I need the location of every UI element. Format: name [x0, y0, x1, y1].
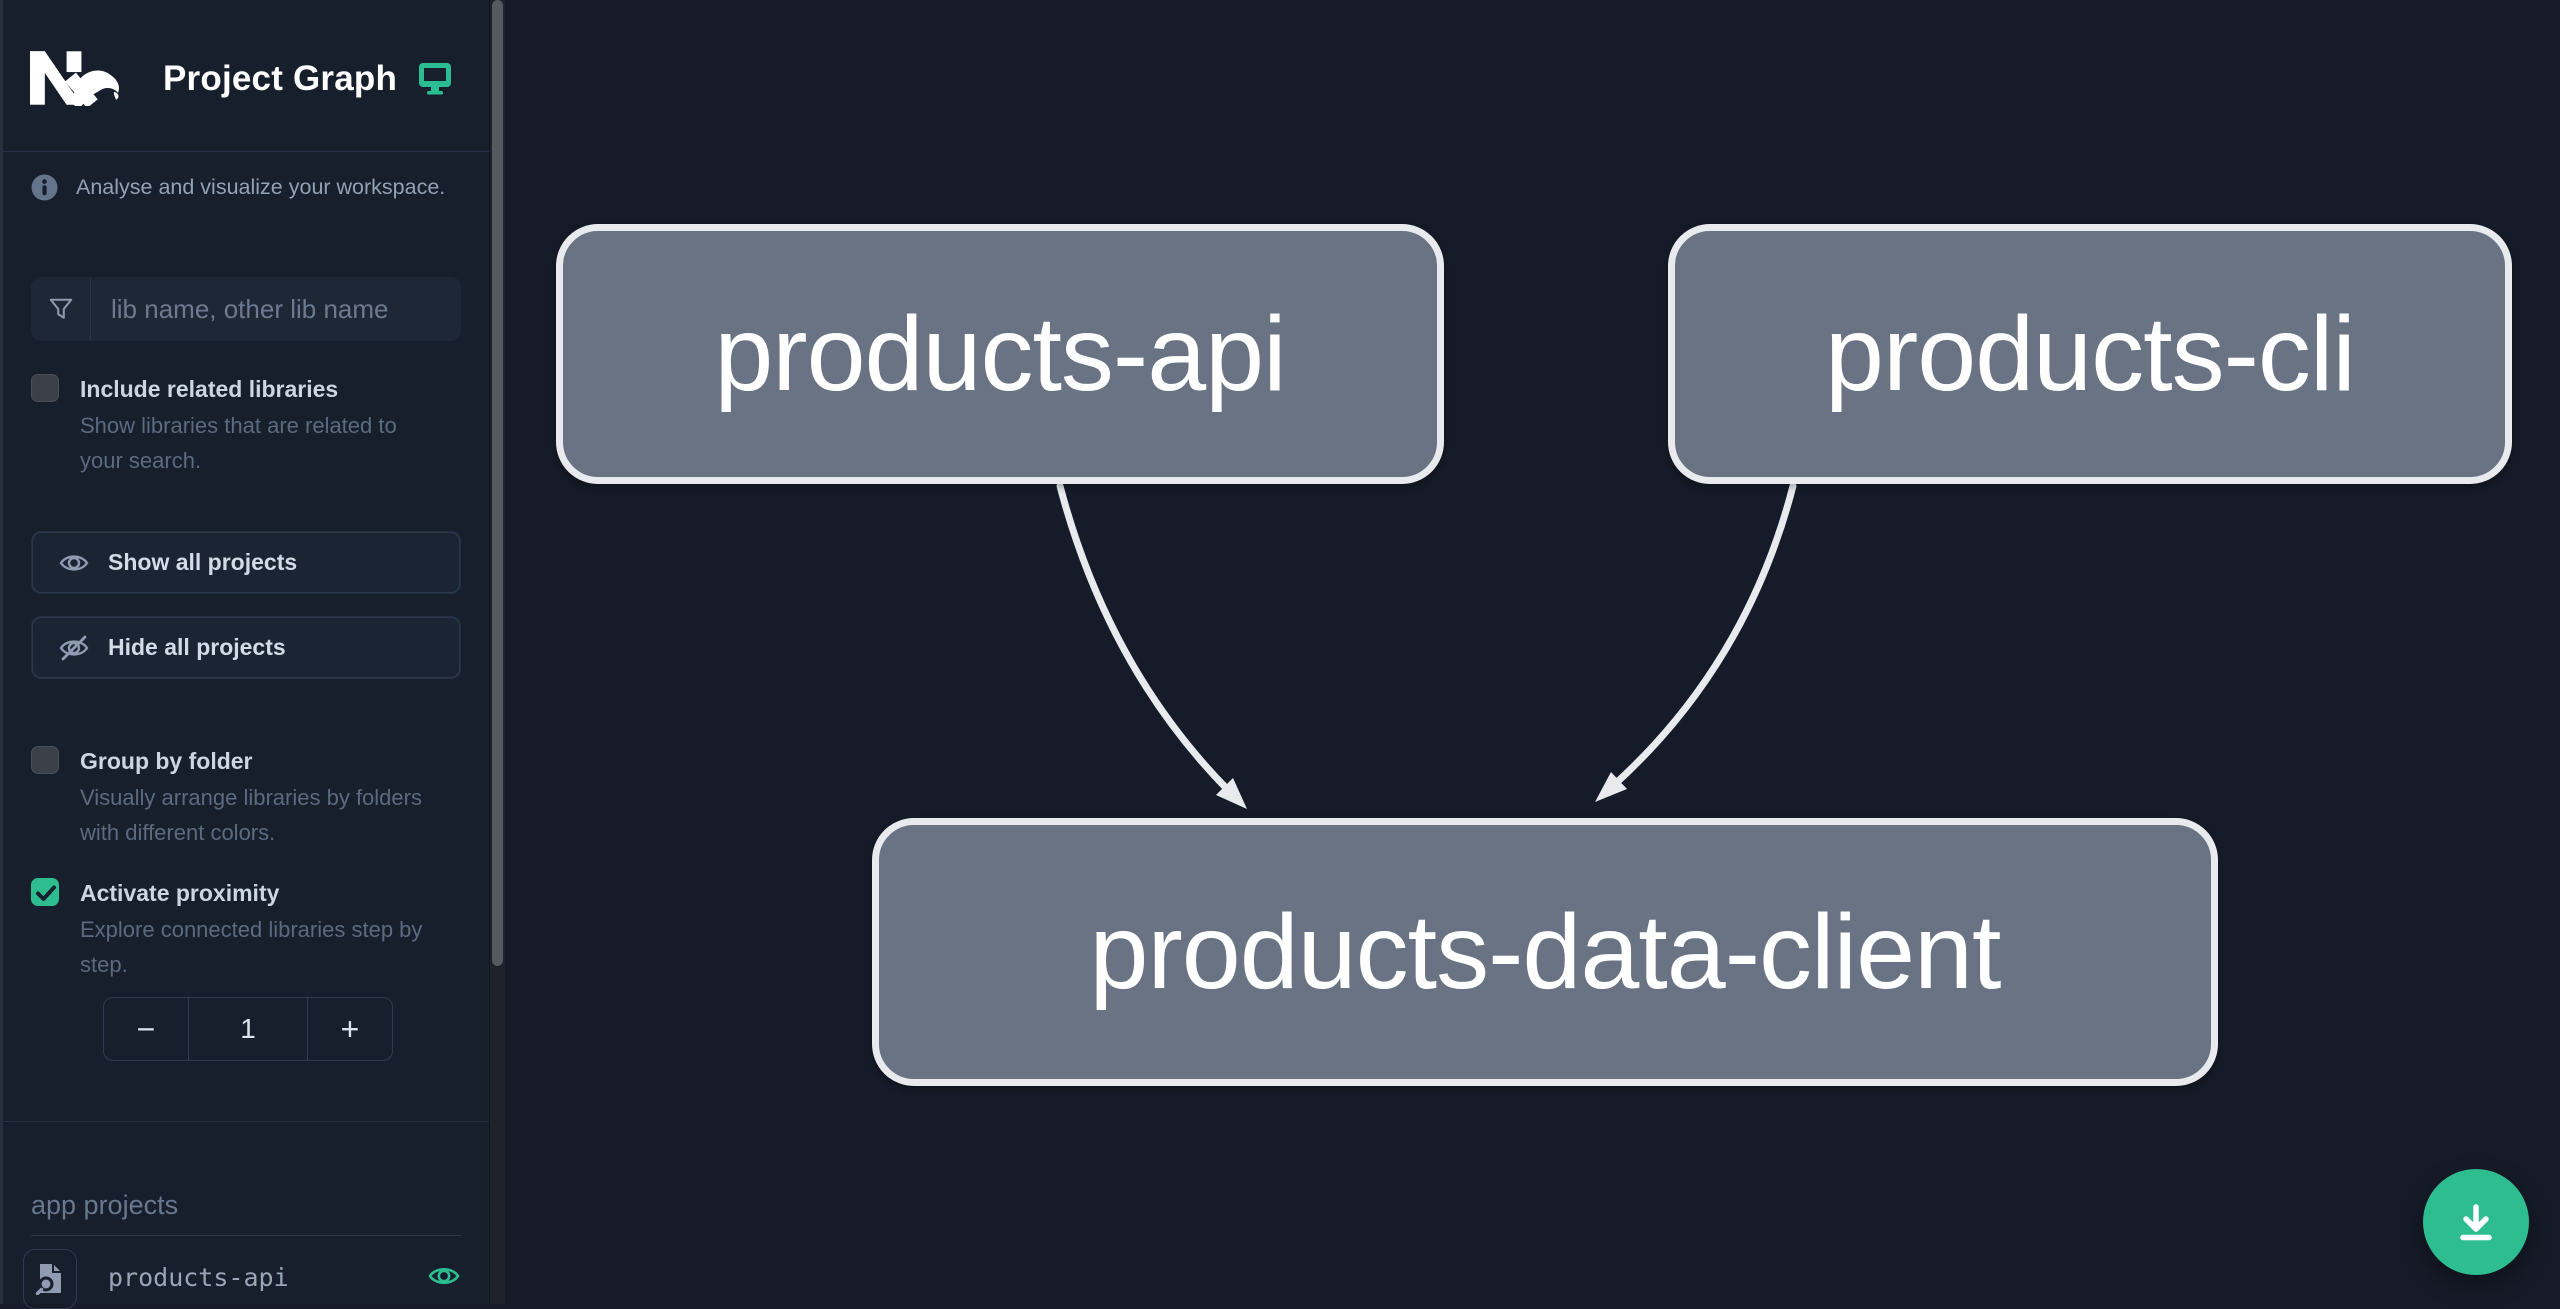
project-list-item: products-api [23, 1249, 471, 1309]
focus-project-button[interactable] [23, 1249, 77, 1309]
sidebar: Project Graph Analyse and visualize your… [0, 0, 492, 1309]
activate-proximity-description: Explore connected libraries step by step… [80, 917, 423, 977]
sidebar-scrollbar-thumb[interactable] [492, 0, 503, 966]
include-related-description: Show libraries that are related to your … [80, 413, 397, 473]
project-name: products-api [108, 1263, 289, 1292]
include-related-checkbox[interactable] [31, 374, 59, 402]
show-all-projects-label: Show all projects [108, 549, 298, 575]
graph-node-products-api[interactable]: products-api [556, 224, 1444, 484]
page-title: Project Graph [163, 59, 398, 98]
proximity-depth-value: 1 [240, 1013, 256, 1044]
toggle-project-visibility-button[interactable] [427, 1259, 461, 1293]
group-by-folder-label: Group by folder [80, 748, 253, 774]
computer-desktop-icon[interactable] [417, 60, 453, 96]
sidebar-section-divider [3, 1121, 492, 1122]
sidebar-header: Project Graph [3, 0, 492, 152]
download-graph-button[interactable] [2423, 1169, 2529, 1275]
node-label: products-api [714, 294, 1286, 413]
funnel-icon [32, 278, 91, 340]
node-label: products-cli [1825, 294, 2356, 413]
eye-slash-icon [59, 635, 89, 660]
nx-logo [30, 51, 120, 106]
info-icon [31, 174, 58, 201]
sidebar-scrollbar-track[interactable] [489, 0, 505, 1304]
include-related-label: Include related libraries [80, 376, 339, 402]
proximity-decrement-button[interactable]: − [104, 998, 189, 1060]
eye-icon [59, 554, 89, 571]
hide-all-projects-button[interactable]: Hide all projects [31, 616, 461, 679]
checkmark-icon [36, 885, 56, 901]
include-related-option: Include related libraries Show libraries… [31, 374, 463, 478]
download-icon [2460, 1204, 2492, 1241]
document-search-icon [35, 1264, 61, 1295]
app-projects-heading: app projects [31, 1190, 461, 1236]
project-graph-canvas[interactable] [505, 0, 2560, 1304]
group-by-folder-option: Group by folder Visually arrange librari… [31, 746, 463, 850]
hide-all-projects-label: Hide all projects [108, 634, 286, 660]
graph-node-products-data-client[interactable]: products-data-client [872, 818, 2218, 1086]
node-label: products-data-client [1089, 892, 2002, 1011]
filter-projects-box [31, 277, 461, 341]
activate-proximity-label: Activate proximity [80, 880, 280, 906]
group-by-folder-description: Visually arrange libraries by folders wi… [80, 785, 422, 845]
proximity-increment-button[interactable]: + [307, 998, 392, 1060]
graph-node-products-cli[interactable]: products-cli [1668, 224, 2512, 484]
show-all-projects-button[interactable]: Show all projects [31, 531, 461, 594]
activate-proximity-option: Activate proximity Explore connected lib… [31, 878, 463, 982]
group-by-folder-checkbox[interactable] [31, 746, 59, 774]
workspace-tagline: Analyse and visualize your workspace. [31, 174, 471, 201]
activate-proximity-checkbox[interactable] [31, 878, 59, 906]
filter-projects-input[interactable] [91, 278, 460, 340]
tagline-text: Analyse and visualize your workspace. [76, 175, 446, 199]
proximity-depth-stepper: − 1 + [103, 997, 393, 1061]
